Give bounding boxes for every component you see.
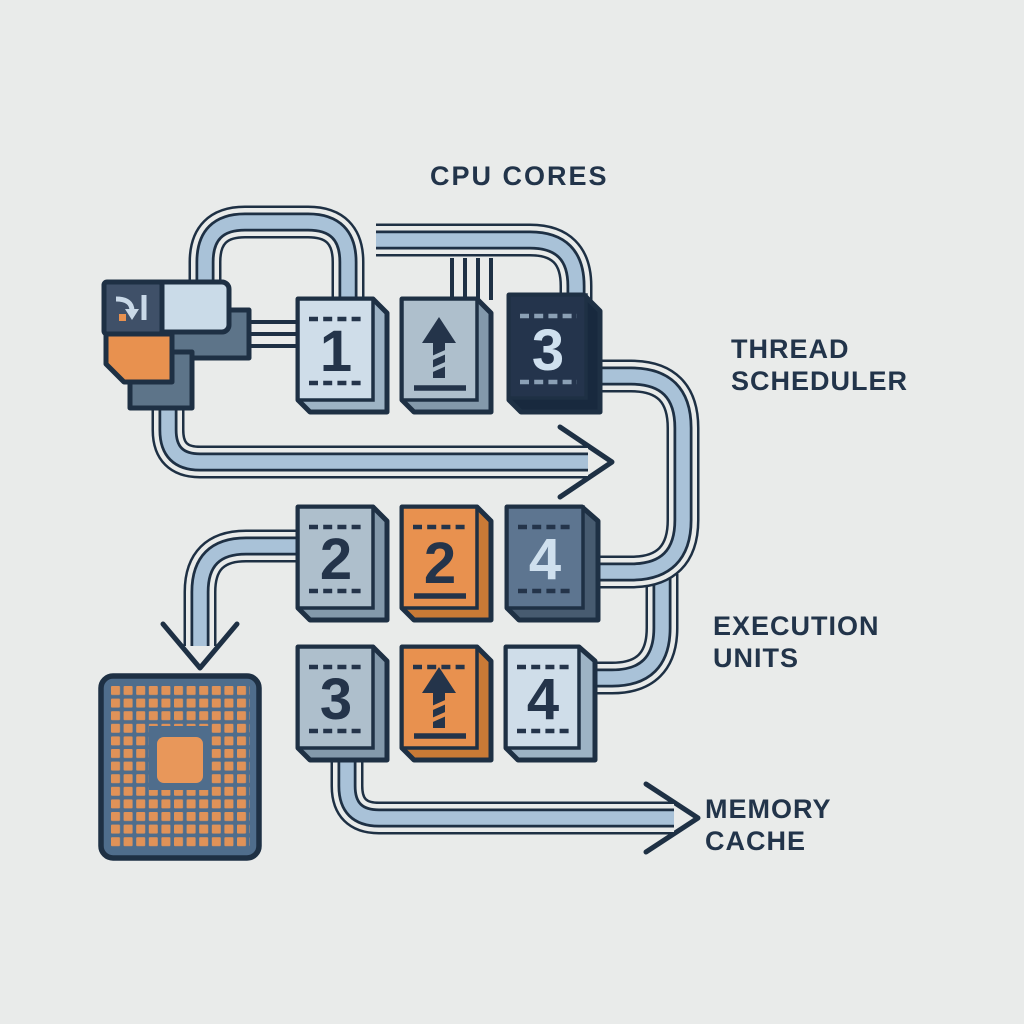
unit-2b-active: 2 (399, 504, 494, 623)
cpu-core-1: 1 (295, 296, 390, 415)
label-line: SCHEDULER (731, 366, 909, 396)
orange-block (103, 331, 175, 385)
label-line: MEMORY (705, 794, 832, 824)
label-line: THREAD (731, 334, 850, 364)
orange-dot (119, 314, 126, 321)
pipe-top-to-core3 (376, 240, 576, 300)
pipe-gap (347, 752, 674, 818)
label-memory-cache: MEMORY CACHE (705, 793, 832, 857)
label-line: EXECUTION (713, 611, 880, 641)
pipe-execution-units (594, 574, 662, 678)
arrow-head (422, 667, 456, 693)
chip-die (157, 737, 203, 783)
label-thread-scheduler: THREAD SCHEDULER (731, 333, 908, 397)
cpu-chip (98, 673, 262, 861)
unit-number: 4 (527, 667, 559, 732)
arrow-head (422, 317, 456, 343)
arrow-to-memory-cache (347, 752, 701, 855)
cpu-core-2-thread (399, 296, 494, 415)
label-execution-units: EXECUTION UNITS (713, 610, 880, 674)
unit-number: 3 (320, 667, 352, 732)
cpu-core-3: 3 (506, 292, 603, 415)
unit-3b: 3 (295, 644, 390, 763)
arrow-to-chip (160, 546, 302, 671)
arrow-tip (125, 309, 139, 320)
unit-number: 4 (529, 527, 561, 592)
label-line: UNITS (713, 643, 799, 673)
curved-arrow-icon (115, 295, 147, 321)
pipe-network (160, 222, 701, 855)
shaft-notch (429, 361, 449, 373)
unit-4b: 4 (503, 644, 598, 763)
pipe-thread-scheduler (598, 376, 683, 572)
unit-number: 2 (424, 531, 456, 596)
scheduler-block-cluster (101, 279, 300, 411)
shaft-notch (429, 711, 449, 723)
label-line: CACHE (705, 826, 807, 856)
unit-number: 2 (320, 527, 352, 592)
unit-2a: 2 (295, 504, 390, 623)
diagram-title: CPU CORES (430, 161, 609, 191)
unit-4a: 4 (504, 504, 601, 623)
bent-arrow-up-icon (422, 317, 456, 378)
arrow-scheduler-feed (168, 398, 615, 500)
bent-arrow-up-icon (422, 667, 456, 728)
core-number: 1 (320, 319, 352, 384)
shaft-notch (429, 699, 449, 711)
unit-thread-active (399, 644, 494, 763)
card-face (400, 505, 479, 610)
core-number: 3 (532, 318, 564, 383)
shaft-notch (429, 349, 449, 361)
